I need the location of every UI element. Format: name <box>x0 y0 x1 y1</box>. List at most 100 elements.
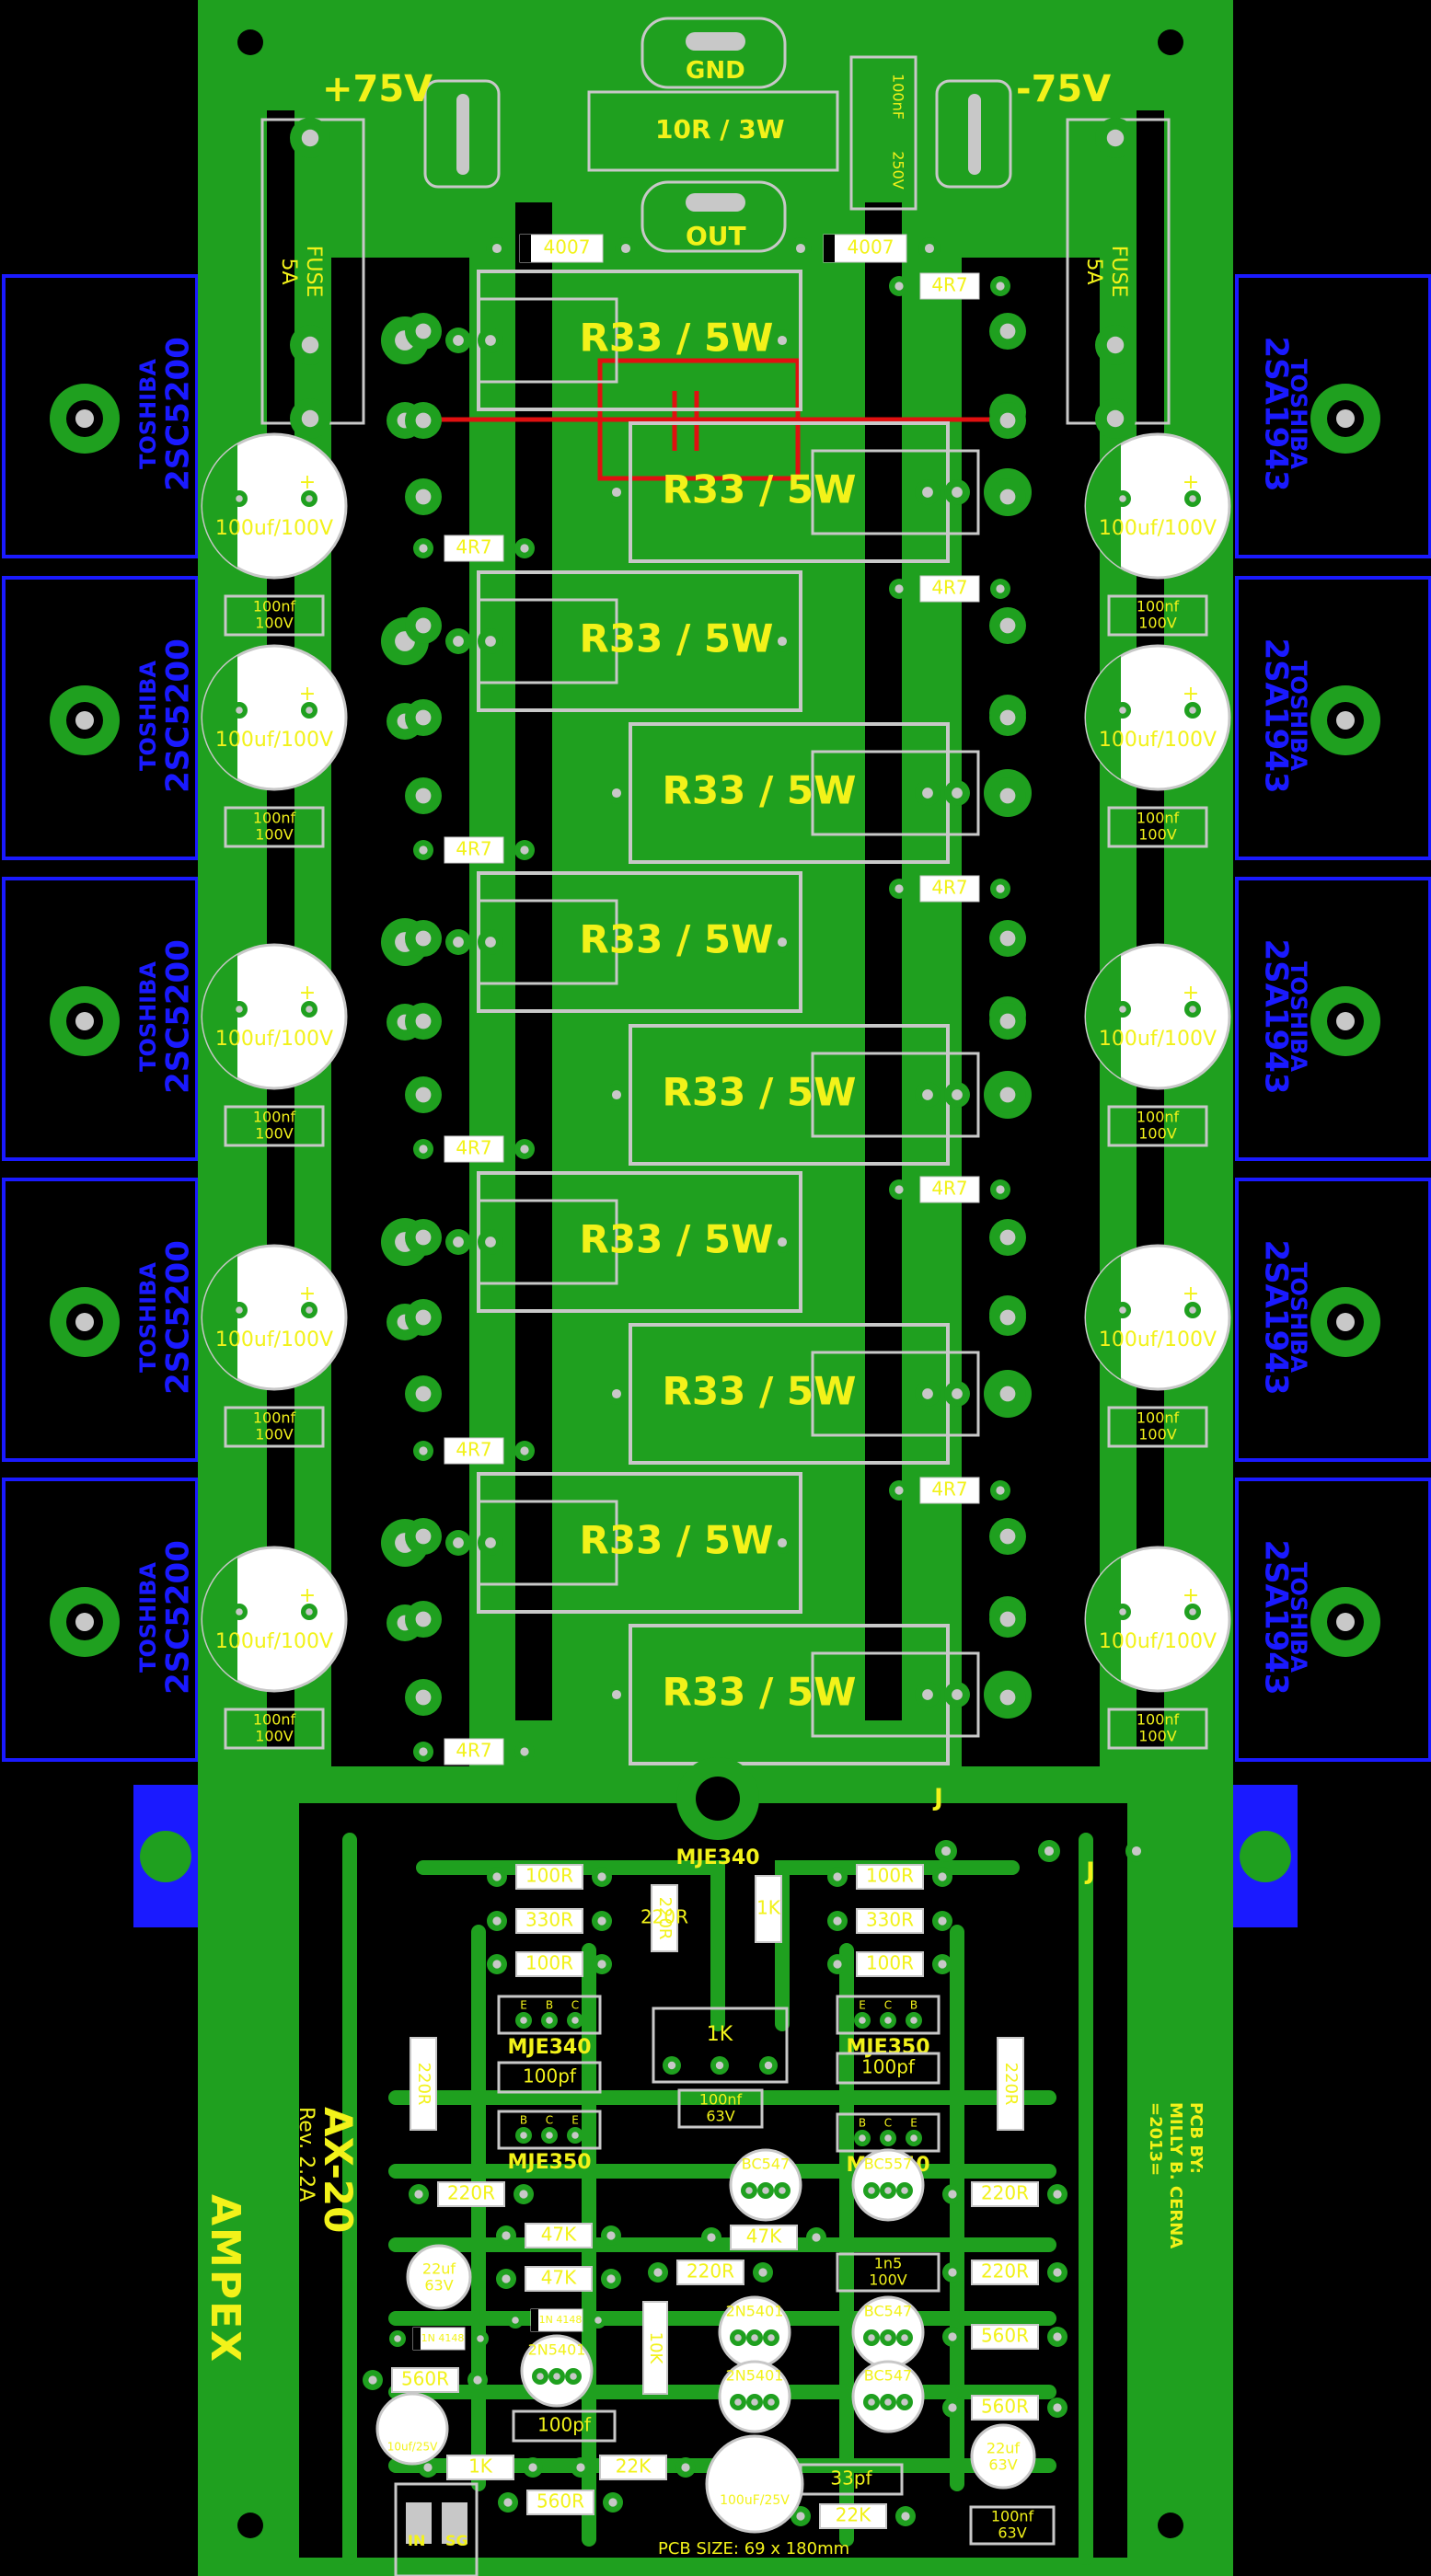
pad-drill <box>520 1446 529 1455</box>
driver-mje340-left <box>497 1995 602 2035</box>
pos-fuse-rating: 5A <box>277 258 300 284</box>
pad-drill <box>894 584 904 593</box>
resistor <box>971 2181 1039 2207</box>
pad-drill <box>999 1611 1016 1627</box>
pad-drill <box>948 2332 957 2341</box>
pad-drill <box>812 2233 821 2242</box>
pad-drill <box>952 1089 963 1100</box>
bypass-cap-value: 100nf <box>1137 1711 1180 1729</box>
diode-1n4148 <box>530 2308 583 2332</box>
resistor <box>676 2260 744 2285</box>
pad-drill <box>745 2187 753 2194</box>
pad-drill <box>868 2398 875 2406</box>
resistor-label: 220R <box>687 2260 734 2283</box>
pad-drill <box>306 495 313 502</box>
capacitor-100nf-63v <box>677 2088 764 2129</box>
driver-mje350-right-label: MJE350 <box>846 2036 929 2059</box>
pad-drill <box>894 1486 904 1495</box>
pad-drill <box>751 2398 758 2406</box>
electrolytic-100uf-label: 100uF/25V <box>720 2493 790 2508</box>
capacitor-100nf-63v-voltage: 63V <box>706 2108 734 2125</box>
bypass-cap-voltage: 100V <box>255 615 294 632</box>
pad-drill <box>415 1229 432 1246</box>
capacitor-100pf-label: 100pf <box>523 2065 577 2087</box>
npn-transistor-brand: TOSHIBA <box>135 1562 161 1673</box>
input-bc547-label: BC547 <box>742 2156 790 2173</box>
rail-cap-polarity: + <box>1183 1584 1199 1607</box>
pad-drill <box>301 409 319 428</box>
capacitor-1n5-voltage: 100V <box>869 2271 907 2289</box>
resistor <box>971 2324 1039 2350</box>
base-resistor <box>919 575 980 603</box>
pad-drill <box>492 1872 502 1881</box>
pad-drill <box>938 1960 947 1969</box>
pnp-transistor-part: 2SA1943 <box>1258 336 1295 491</box>
transistor-outline <box>2 877 199 1161</box>
npn-transistor-part: 2SC5200 <box>160 939 197 1094</box>
npn-transistor-part: 2SC5200 <box>160 337 197 491</box>
pad-drill <box>777 1236 788 1248</box>
pad-drill <box>833 1916 842 1926</box>
resistor-label: 220R <box>981 2182 1029 2204</box>
pad-drill <box>999 788 1016 804</box>
resistor-label: 1K <box>468 2455 493 2478</box>
pad-drill <box>999 1528 1016 1545</box>
emitter-resistor-label: R33 / 5W <box>663 1070 857 1115</box>
npn-transistor-part: 2SC5200 <box>160 1240 197 1395</box>
base-resistor-label: 4R7 <box>456 1439 491 1461</box>
pad-drill <box>1106 336 1125 354</box>
capacitor-1n5-value: 1n5 <box>874 2255 903 2272</box>
npn-transistor-part: 2SC5200 <box>160 1540 197 1695</box>
npn-transistor-brand: TOSHIBA <box>135 961 161 1072</box>
pad-drill <box>777 636 788 647</box>
bypass-cap-value: 100nf <box>253 810 296 827</box>
pad-drill <box>922 487 933 498</box>
emitter-resistor-label: R33 / 5W <box>663 1369 857 1414</box>
pad-drill <box>833 1960 842 1969</box>
transistor-outline <box>1235 274 1431 558</box>
resistor <box>525 2266 593 2292</box>
pad-drill <box>884 2134 892 2142</box>
emitter-resistor-label: R33 / 5W <box>663 467 857 512</box>
resistor-label: 560R <box>537 2490 584 2513</box>
pad-drill <box>597 1960 606 1969</box>
base-resistor <box>444 1437 504 1465</box>
resistor-label: 100R <box>525 1952 573 1974</box>
driver-mje350-left <box>497 2110 602 2150</box>
pad-drill <box>301 336 319 354</box>
pnp-transistor-brand: TOSHIBA <box>1286 359 1311 469</box>
pad-drill <box>884 2187 892 2194</box>
resistor-10k-vert-text: 10K <box>646 2332 665 2365</box>
out-terminal <box>640 180 787 253</box>
rail-cap-polarity: + <box>299 982 316 1005</box>
pad-drill <box>608 2498 617 2507</box>
pad-drill <box>999 489 1016 505</box>
pad-drill <box>520 1747 529 1756</box>
transistor-outline <box>1235 576 1431 860</box>
bypass-cap-voltage: 100V <box>255 826 294 844</box>
bypass-cap-voltage: 100V <box>1138 1728 1177 1745</box>
pad-drill <box>236 1608 243 1616</box>
pad-drill <box>734 2398 742 2406</box>
film-cap-value: 100nF <box>890 74 907 120</box>
pad-drill <box>415 1013 432 1029</box>
pad-drill <box>999 709 1016 726</box>
pad-drill <box>415 412 432 429</box>
input-bc547-label: BC547 <box>864 2303 912 2320</box>
driver-mje350-left-pin: C <box>546 2114 553 2127</box>
resistor <box>971 2395 1039 2421</box>
resistor-label: 47K <box>541 2267 577 2289</box>
pad-drill <box>762 2187 769 2194</box>
bypass-cap-value: 100nf <box>253 598 296 615</box>
pad-drill <box>999 323 1016 339</box>
pad-drill <box>606 2274 616 2283</box>
pad-drill <box>306 1006 313 1013</box>
pad-drill <box>999 1013 1016 1029</box>
bias-resistor <box>651 1884 678 1952</box>
pad-drill <box>707 2233 716 2242</box>
pad-drill <box>415 1528 432 1545</box>
base-resistor <box>919 875 980 903</box>
rail-cap-label: 100uf/100V <box>215 517 333 540</box>
base-resistor <box>444 1738 504 1765</box>
emitter-resistor-label: R33 / 5W <box>580 1518 774 1563</box>
